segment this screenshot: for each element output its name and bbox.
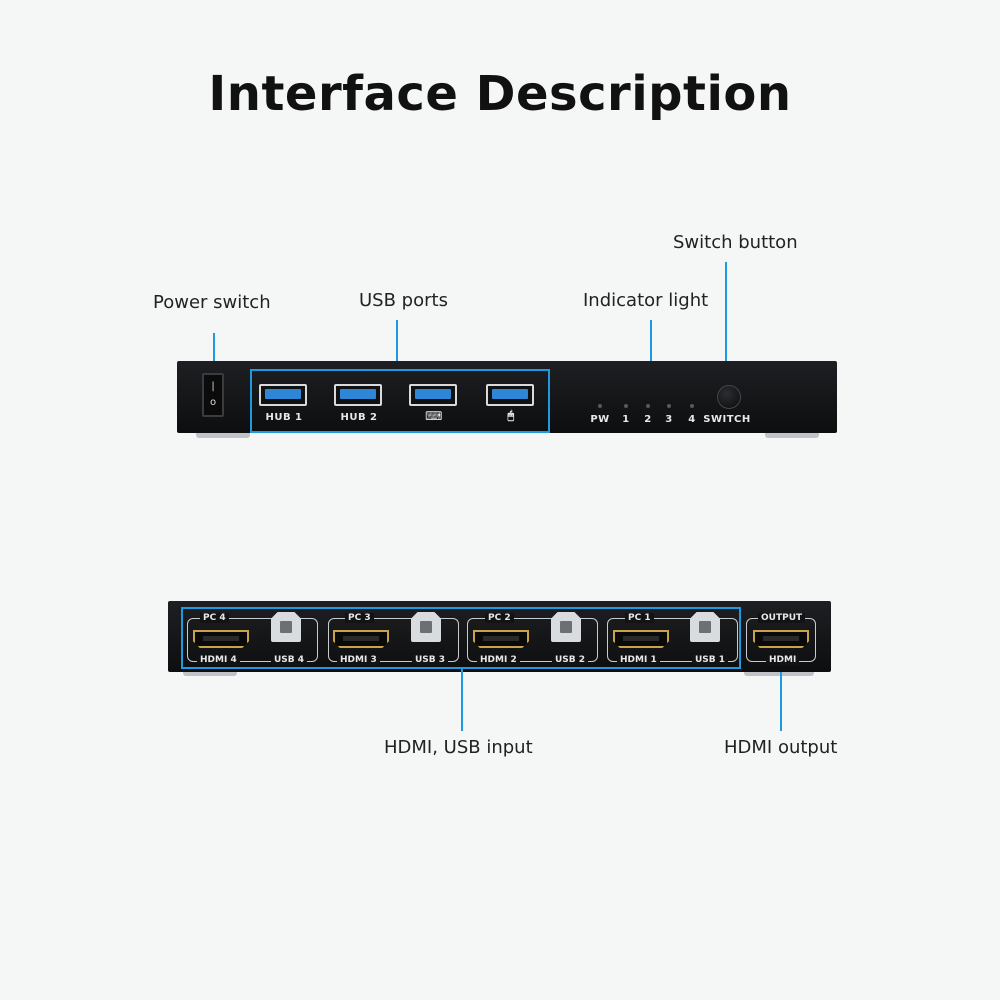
callout-switch-button: Switch button xyxy=(673,232,798,253)
switch-button[interactable] xyxy=(717,385,741,409)
usb-port-mouse[interactable] xyxy=(486,384,534,406)
usb-b-input-4[interactable] xyxy=(271,612,301,642)
usb-label: USB 1 xyxy=(692,655,729,665)
leader-output xyxy=(780,672,782,731)
indicator-label: 2 xyxy=(644,414,652,425)
device-foot xyxy=(765,432,819,438)
hdmi-label: HDMI 4 xyxy=(197,655,240,665)
led-4 xyxy=(690,404,694,408)
device-foot xyxy=(196,432,250,438)
power-rocker-switch[interactable]: | o xyxy=(202,373,224,417)
led-2 xyxy=(646,404,650,408)
indicator-label: 4 xyxy=(688,414,696,425)
pc-label: PC 2 xyxy=(485,613,514,623)
usb-port-label: HUB 2 xyxy=(340,412,378,423)
hdmi-input-2[interactable] xyxy=(473,630,529,648)
indicator-label: PW xyxy=(590,414,610,425)
rocker-on-mark: | xyxy=(211,381,215,392)
device-foot xyxy=(183,670,237,676)
usb-port-hub2[interactable] xyxy=(334,384,382,406)
callout-inputs: HDMI, USB input xyxy=(384,737,533,758)
hdmi-input-1[interactable] xyxy=(613,630,669,648)
hdmi-label: HDMI 3 xyxy=(337,655,380,665)
leader-switch-button xyxy=(725,262,727,384)
usb-ports-highlight xyxy=(250,369,550,433)
switch-label: SWITCH xyxy=(703,414,751,425)
indicator-label: 1 xyxy=(622,414,630,425)
usb-port-keyboard[interactable] xyxy=(409,384,457,406)
hdmi-input-3[interactable] xyxy=(333,630,389,648)
output-hdmi-label: HDMI xyxy=(766,655,800,665)
page-title: Interface Description xyxy=(208,66,792,122)
pc1-port-group xyxy=(607,618,738,662)
callout-output: HDMI output xyxy=(724,737,838,758)
hdmi-label: HDMI 2 xyxy=(477,655,520,665)
usb-b-input-2[interactable] xyxy=(551,612,581,642)
indicator-label: 3 xyxy=(665,414,673,425)
callout-power-switch: Power switch xyxy=(153,292,271,313)
led-1 xyxy=(624,404,628,408)
usb-port-hub1[interactable] xyxy=(259,384,307,406)
pc-label: PC 1 xyxy=(625,613,654,623)
led-3 xyxy=(667,404,671,408)
mouse-icon: 🖱 xyxy=(507,409,515,422)
usb-b-input-3[interactable] xyxy=(411,612,441,642)
hdmi-input-4[interactable] xyxy=(193,630,249,648)
usb-b-input-1[interactable] xyxy=(690,612,720,642)
hdmi-output[interactable] xyxy=(753,630,809,648)
pc2-port-group xyxy=(467,618,598,662)
pc4-port-group xyxy=(187,618,318,662)
usb-label: USB 4 xyxy=(271,655,308,665)
pc-label: PC 3 xyxy=(345,613,374,623)
leader-indicator-light xyxy=(650,320,652,377)
output-label: OUTPUT xyxy=(758,613,806,623)
leader-power-switch xyxy=(213,333,215,373)
leader-usb-ports xyxy=(396,320,398,370)
hdmi-label: HDMI 1 xyxy=(617,655,660,665)
inputs-highlight xyxy=(181,607,741,669)
rocker-off-mark: o xyxy=(209,397,217,408)
device-foot xyxy=(744,670,814,676)
led-pw xyxy=(598,404,602,408)
usb-label: USB 3 xyxy=(412,655,449,665)
keyboard-icon: ⌨ xyxy=(425,409,443,423)
pc3-port-group xyxy=(328,618,459,662)
callout-indicator-light: Indicator light xyxy=(583,290,709,311)
usb-label: USB 2 xyxy=(552,655,589,665)
usb-port-label: HUB 1 xyxy=(265,412,303,423)
pc-label: PC 4 xyxy=(200,613,229,623)
leader-inputs xyxy=(461,669,463,731)
callout-usb-ports: USB ports xyxy=(359,290,448,311)
